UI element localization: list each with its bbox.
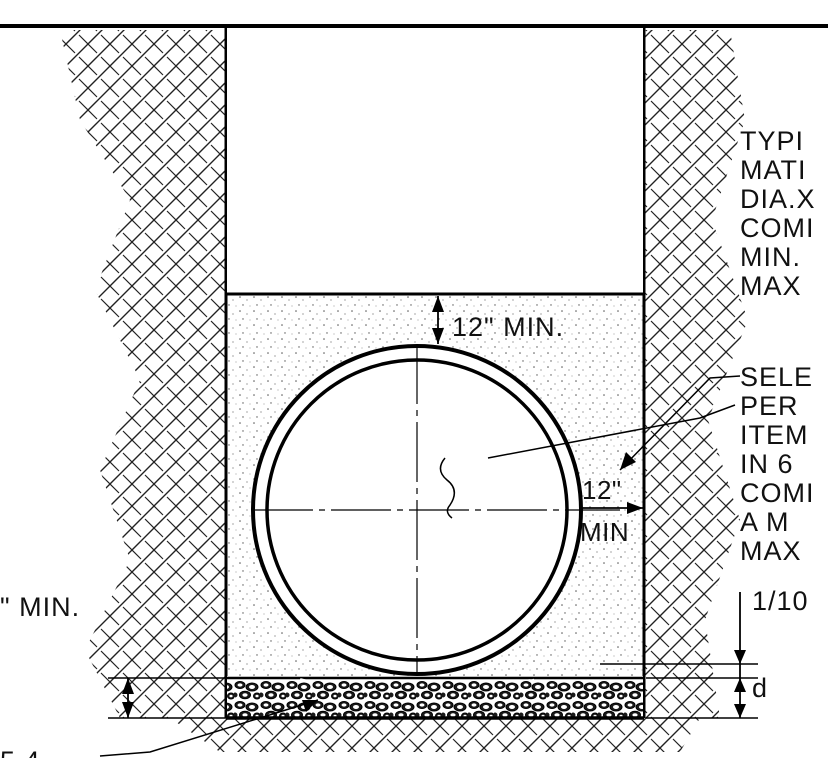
select-note-line-3: ITEM: [740, 420, 809, 450]
cover-dimension-label: 12" MIN.: [452, 312, 564, 342]
select-note-line-5: COMI: [740, 478, 815, 508]
backfill-note-line-6: MAX: [740, 271, 802, 301]
select-note-line-7: MAX: [740, 536, 802, 566]
side-clearance-unit: MIN: [580, 517, 629, 547]
bedding-left-arrow-top: [122, 678, 134, 694]
bedding-callout-label: 5 4: [0, 746, 41, 758]
backfill-note-line-4: COMI: [740, 213, 815, 243]
select-note-line-1: SELE: [740, 362, 813, 392]
select-note-line-4: IN 6: [740, 449, 794, 479]
backfill-leader: [487, 404, 736, 459]
bedding-left-arrow-bottom: [122, 702, 134, 718]
backfill-note-line-3: DIA.X: [740, 184, 816, 214]
bedding-ratio-label: 1/10: [752, 586, 809, 616]
bedding-right-arrow-1: [734, 650, 746, 664]
bedding-callout-leader: [99, 699, 319, 757]
select-note-line-2: PER: [740, 391, 799, 421]
select-leader-arrow: [620, 452, 636, 470]
bedding-callout-arrow: [302, 700, 318, 712]
select-leader: [619, 375, 741, 471]
side-dim-arrow-right: [627, 502, 643, 514]
upper-backfill-zone: [227, 28, 643, 294]
bedding-right-arrow-2: [734, 704, 746, 718]
backfill-squiggle: [439, 457, 456, 519]
bottom-soil: [170, 718, 700, 752]
depth-symbol-label: d: [752, 673, 768, 703]
bedding-depth-label: " MIN.: [0, 592, 80, 622]
side-clearance-value: 12": [582, 475, 622, 505]
backfill-note-line-5: MIN.: [740, 242, 801, 272]
bedding-right-arrow-3: [734, 678, 746, 692]
right-soil-wall: [644, 30, 748, 718]
gravel-saddle: [300, 678, 534, 694]
backfill-note-line-1: TYPI: [740, 126, 804, 156]
cover-dim-arrow-top: [432, 296, 444, 312]
left-soil-wall: [60, 30, 226, 718]
backfill-note-line-2: MATI: [740, 155, 807, 185]
cover-dim-arrow-bottom: [432, 328, 444, 344]
select-note-line-6: A M: [740, 507, 790, 537]
